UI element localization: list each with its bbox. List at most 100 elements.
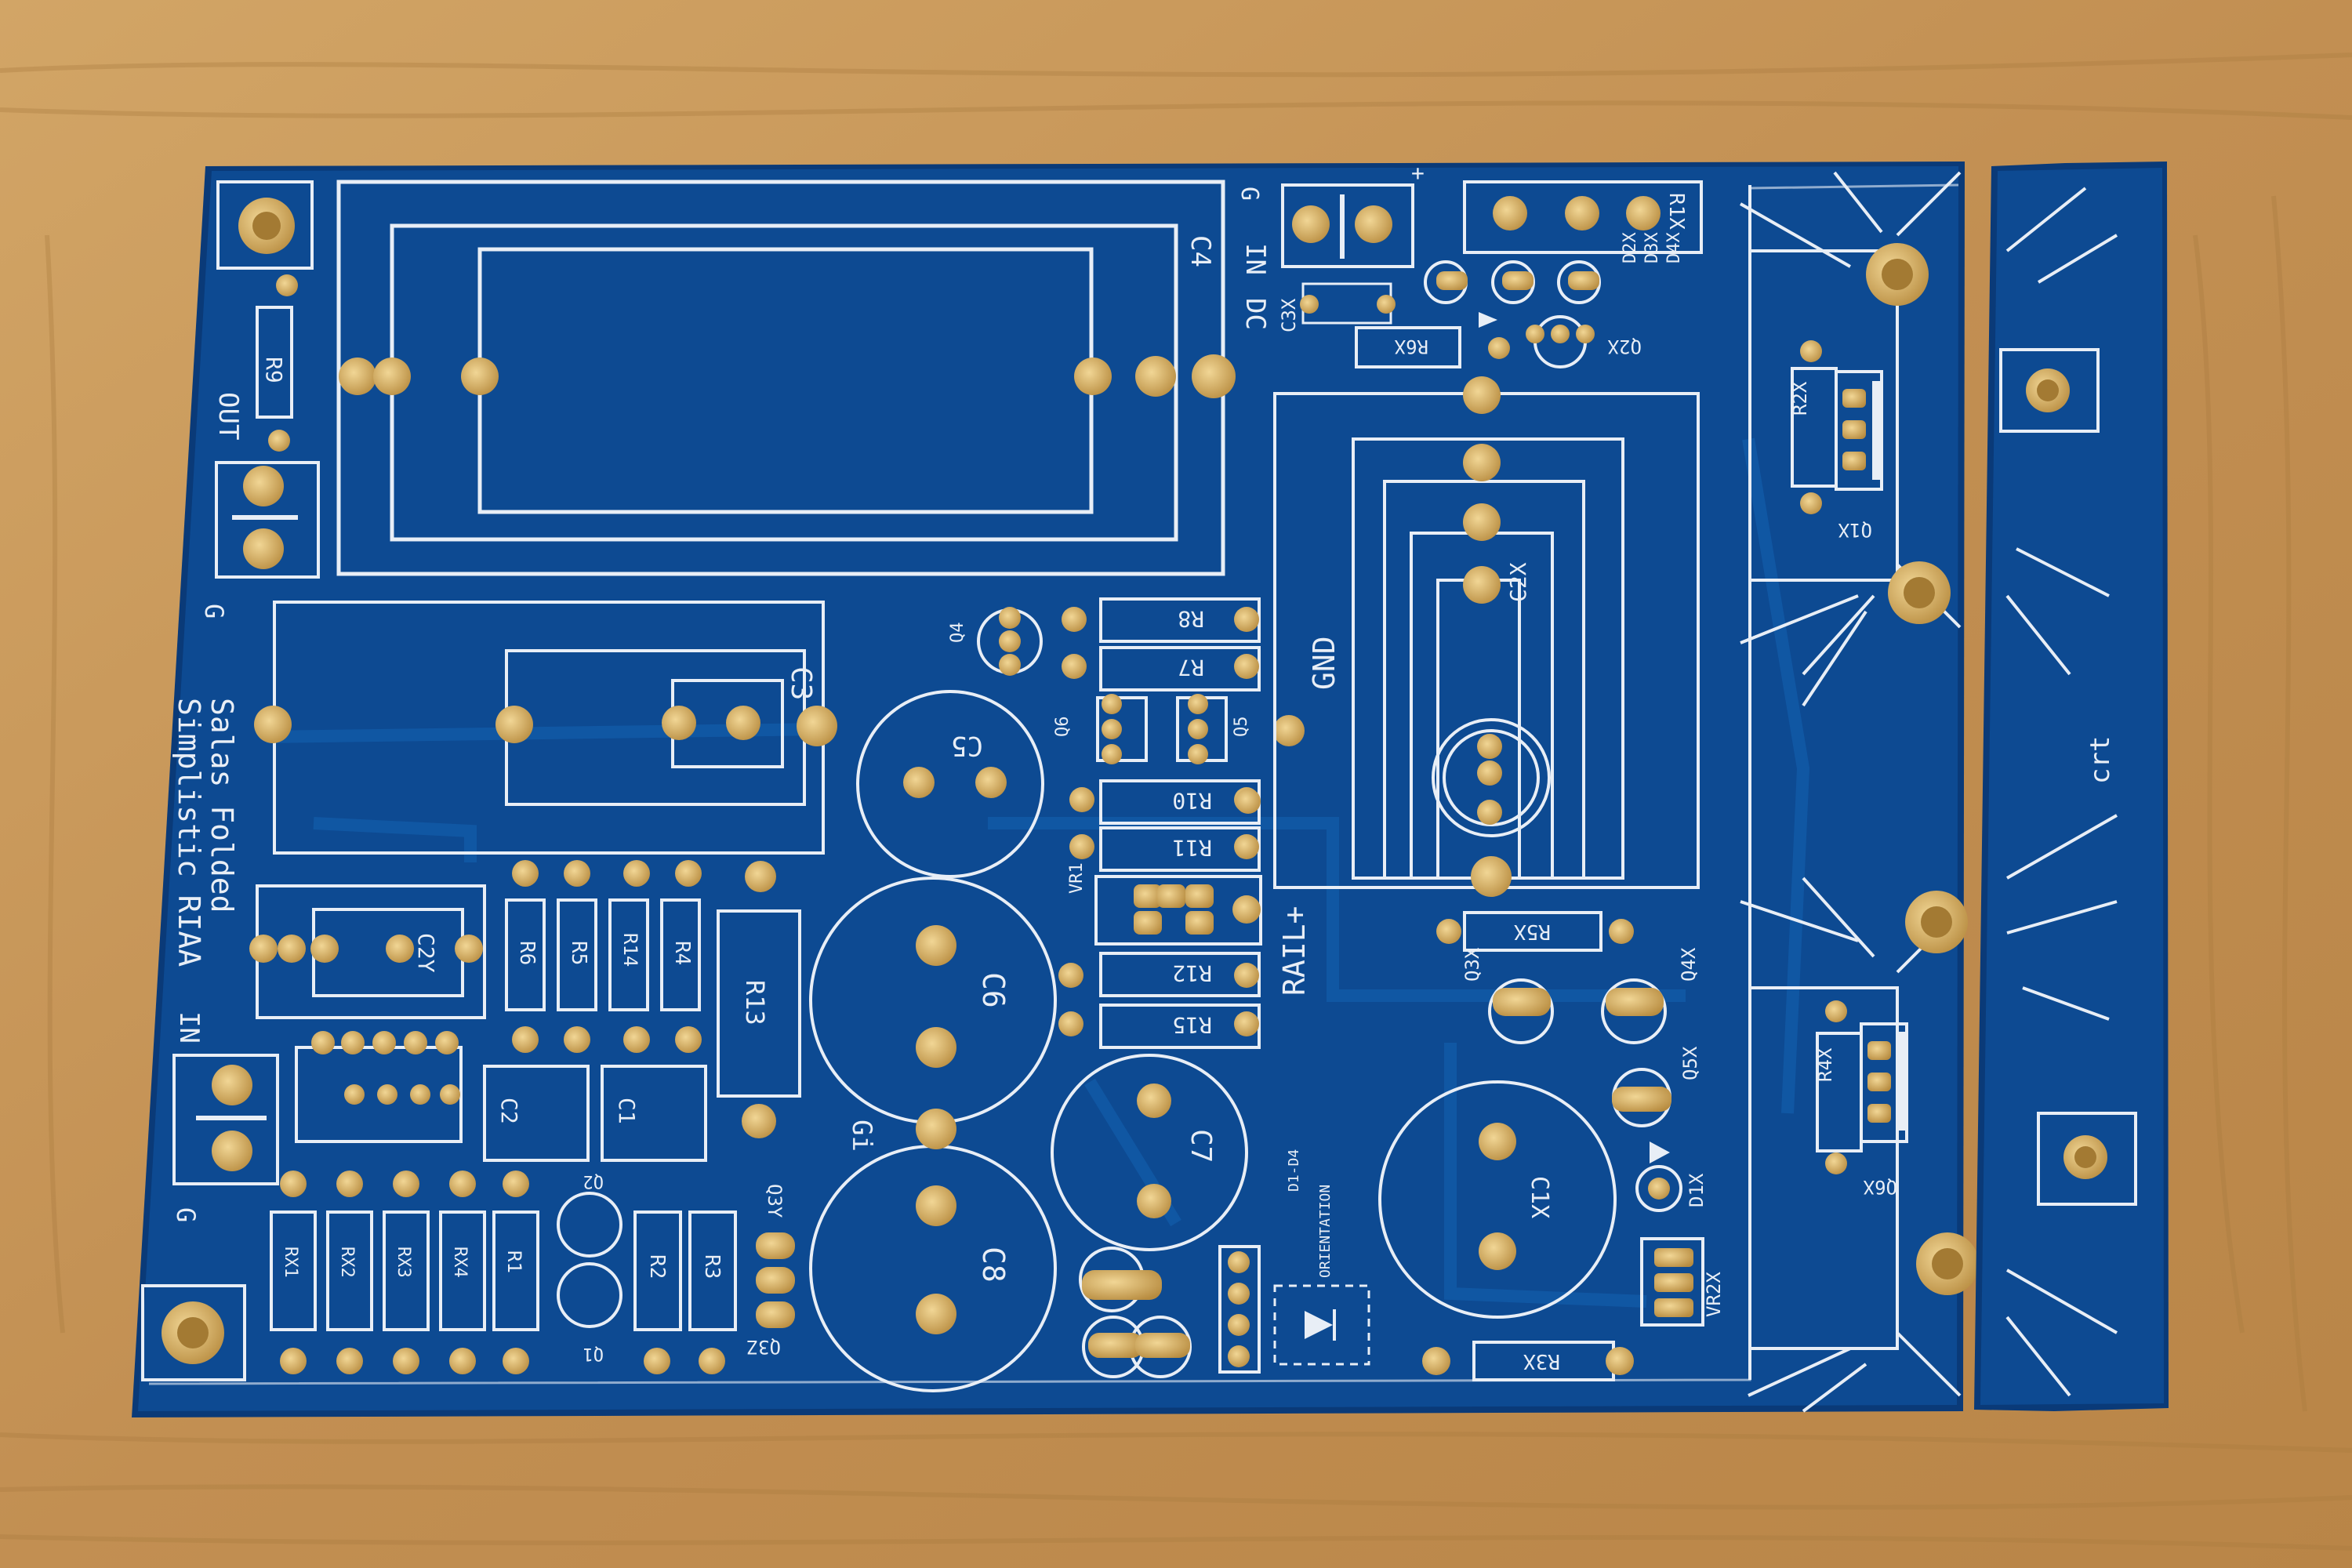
- resistor-group-upper: [505, 898, 801, 1098]
- dc-in-connector: [1281, 183, 1414, 325]
- r4-label: R4: [670, 941, 694, 965]
- d2x-label: D2X: [1621, 232, 1640, 263]
- r3-label: R3: [700, 1254, 724, 1279]
- d1x-label: D1X: [1686, 1173, 1708, 1207]
- r12-label: R12: [1172, 960, 1212, 986]
- r14-label: R14: [619, 933, 641, 967]
- rx4-label: RX4: [450, 1247, 470, 1278]
- c2x-label: C2X: [1505, 562, 1531, 602]
- q1-footprint: [557, 1262, 622, 1328]
- rx2-label: RX2: [337, 1247, 357, 1278]
- r2x-label: R2X: [1789, 381, 1811, 416]
- out-connector: [215, 461, 320, 579]
- c7-label: C7: [1185, 1129, 1217, 1163]
- vr2x-footprint: [1640, 1237, 1704, 1327]
- q6x-footprint: [1860, 1022, 1908, 1143]
- r6x-label: R6X: [1394, 336, 1428, 358]
- dc-plus-label: +: [1411, 160, 1425, 186]
- c3x-label: C3X: [1278, 298, 1300, 332]
- q2-footprint: [557, 1192, 622, 1258]
- gnd-column-pads: [1232, 789, 1261, 924]
- diode-orientation-box: [1273, 1284, 1370, 1366]
- q2-label: Q2: [583, 1171, 604, 1191]
- diode-note-line2: ORIENTATION: [1317, 1185, 1334, 1278]
- r5x-label: R5X: [1514, 920, 1551, 943]
- rail-label: RAIL+: [1277, 906, 1312, 996]
- r2-label: R2: [645, 1254, 669, 1279]
- q3z-label: Q3Z: [747, 1336, 781, 1358]
- c6-label: C6: [976, 972, 1011, 1008]
- pcb-strip: crt: [1974, 162, 2169, 1411]
- r9-label: R9: [261, 357, 287, 383]
- c2-label: C2: [496, 1098, 522, 1124]
- d1x-footprint: [1635, 1165, 1682, 1212]
- q6x-label: Q6X: [1863, 1176, 1897, 1198]
- c3-pads: [254, 706, 837, 746]
- r11-label: R11: [1172, 835, 1212, 861]
- q1-label: Q1: [583, 1344, 604, 1363]
- d3x-label: D3X: [1642, 232, 1662, 263]
- out-label: OUT: [212, 392, 244, 440]
- r3x-label: R3X: [1523, 1349, 1560, 1373]
- c1-label: C1: [614, 1098, 640, 1124]
- resistor-bank-lower-pads: [280, 1031, 725, 1374]
- rx1-label: RX1: [281, 1247, 300, 1278]
- c8-label: C8: [976, 1247, 1011, 1283]
- r1x-footprint: [1463, 180, 1703, 254]
- q4-label: Q4: [948, 622, 967, 644]
- c2y-footprint: [249, 884, 486, 1019]
- g-dc-label: G: [1236, 187, 1263, 201]
- board-title-line2: Simplistic RIAA: [172, 698, 206, 967]
- r6x-footprint: [1355, 326, 1461, 368]
- in-connector: [172, 1054, 279, 1185]
- c1x-label: C1X: [1526, 1176, 1553, 1218]
- rx3-label: RX3: [394, 1247, 413, 1278]
- r15-label: R15: [1172, 1012, 1212, 1038]
- c1-footprint: [601, 1065, 707, 1162]
- c4-pads: [339, 354, 1236, 398]
- q3x-q4x-q5x-footprints: [1488, 978, 1671, 1127]
- c5-footprint: [856, 690, 1044, 878]
- q6-label: Q6: [1053, 717, 1073, 738]
- r1-label: R1: [503, 1250, 525, 1273]
- wood-grain: [0, 53, 2352, 1551]
- pcb-main: C4 R9 OUT G C3 Salas Folded: [132, 160, 1979, 1417]
- g-top-label: G: [199, 604, 229, 619]
- gnd-label: GND: [1307, 636, 1341, 690]
- d2x-d4x-footprints: [1424, 260, 1601, 328]
- g-bottom-label: G: [171, 1207, 201, 1222]
- diode-note-line1: D1-D4: [1286, 1149, 1302, 1192]
- r13-label: R13: [740, 980, 770, 1025]
- q2x-label: Q2X: [1607, 336, 1642, 358]
- c3-label: C3: [785, 666, 817, 700]
- q4x-label: Q4X: [1678, 947, 1700, 982]
- q3y-pads: [756, 1232, 795, 1328]
- gi-label: Gi: [846, 1120, 877, 1152]
- heatsink-mount-holes: [1866, 243, 1979, 1295]
- q1x-footprint: [1835, 370, 1883, 491]
- r4x-label: R4X: [1814, 1047, 1836, 1082]
- vr2x-label: VR2X: [1703, 1272, 1725, 1317]
- c2-footprint: [483, 1065, 590, 1162]
- in-label: IN: [173, 1011, 205, 1044]
- r5x-footprint: [1463, 911, 1602, 952]
- q5-label: Q5: [1232, 717, 1251, 738]
- d4x-label: D4X: [1664, 232, 1684, 263]
- r7-label: R7: [1178, 655, 1204, 681]
- dc-label: DC: [1240, 298, 1271, 330]
- c2x-pads: [1463, 376, 1512, 897]
- q3y-label: Q3Y: [764, 1184, 786, 1218]
- r8-label: R8: [1178, 606, 1204, 632]
- q1x-label: Q1X: [1838, 519, 1872, 541]
- resistor-column-middle: [1094, 597, 1262, 1049]
- c7-footprint: [1051, 1054, 1248, 1251]
- q5x-label: Q5X: [1679, 1046, 1701, 1080]
- r5-label: R5: [567, 941, 590, 965]
- board-title-line1: Salas Folded: [205, 698, 239, 913]
- c4-label: C4: [1185, 235, 1216, 267]
- r1x-label: R1X: [1664, 193, 1688, 230]
- mounting-hole-bottom-left: [141, 1284, 246, 1381]
- q3x-label: Q3X: [1461, 947, 1483, 982]
- resistor-group-upper-pads: [512, 860, 776, 1138]
